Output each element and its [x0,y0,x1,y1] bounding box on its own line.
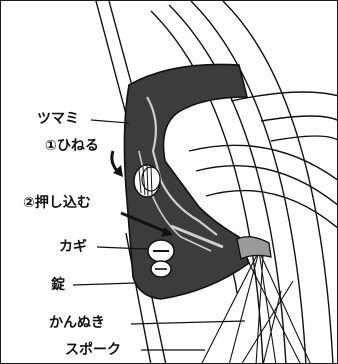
key-icon [147,239,175,278]
label-tsumami: ツマミ [37,111,79,127]
label-spoke: スポーク [65,342,121,358]
curved-arrow-icon [110,150,123,177]
label-twist: ①ひねる [45,138,99,154]
label-bolt: かんぬき [49,315,105,331]
bolt [236,236,272,260]
spokes [201,250,311,363]
label-key: カギ [59,239,87,255]
straight-arrow-icon [120,211,173,237]
label-push: ②押し込む [23,195,91,211]
knob [133,164,161,198]
leader-lines [72,119,246,351]
label-lock: 錠 [51,277,65,293]
